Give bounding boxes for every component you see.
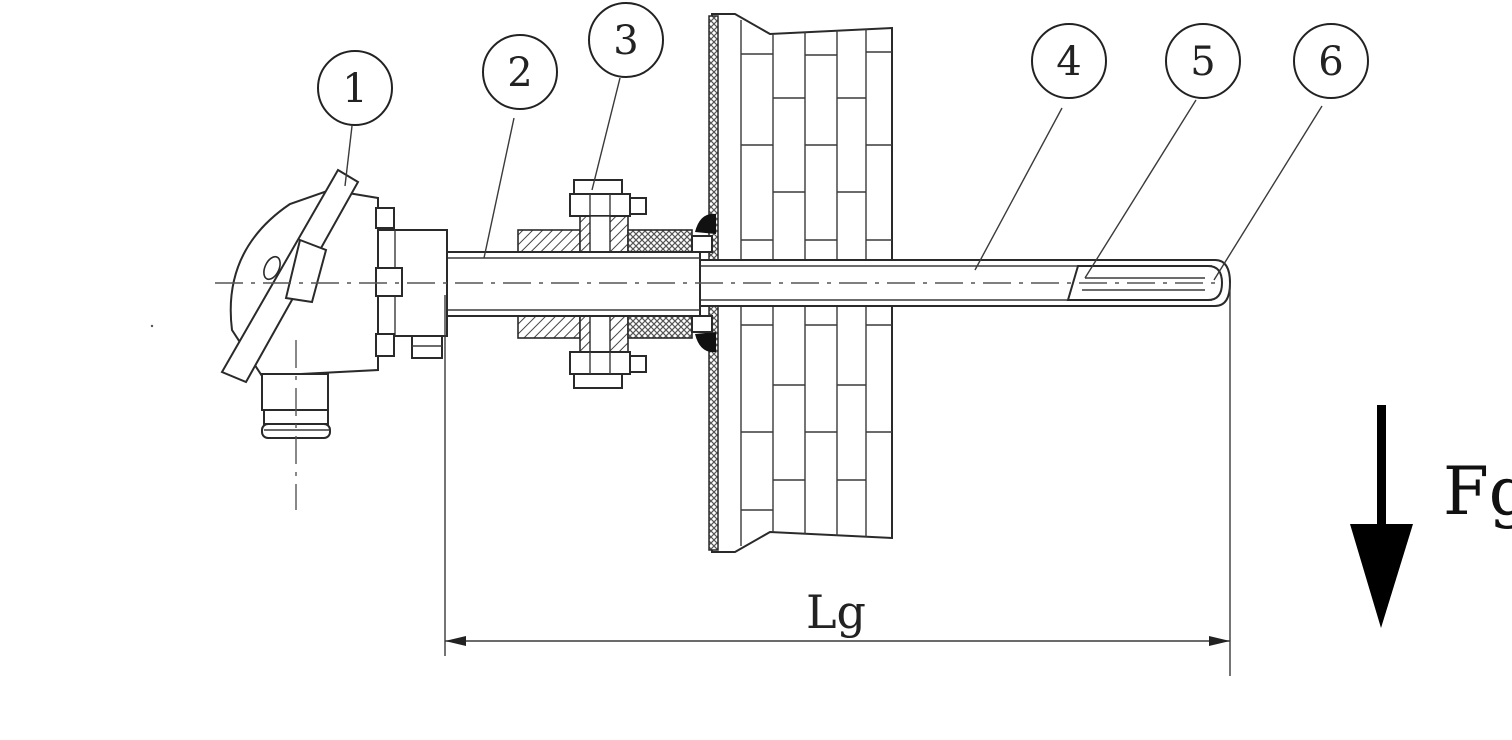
callout-3: 3	[588, 2, 664, 78]
callout-2: 2	[482, 34, 558, 110]
fixing-flange	[517, 179, 713, 389]
bolt-bottom	[569, 315, 647, 389]
neck-tube	[446, 251, 701, 317]
callout-1: 1	[317, 50, 393, 126]
dimension-lg: Lg	[444, 283, 1231, 676]
callout-leaders	[344, 77, 1323, 281]
gravity-force: Fg	[1350, 405, 1512, 628]
stray-dot	[150, 324, 154, 328]
weld-bead-bottom	[695, 332, 716, 353]
callout-4-label: 4	[1056, 39, 1081, 85]
callout-6-label: 6	[1318, 39, 1343, 85]
dimension-label: Lg	[806, 585, 866, 639]
brick-joints	[740, 20, 892, 546]
callout-1-label: 1	[342, 66, 367, 112]
callout-5: 5	[1165, 23, 1241, 99]
callout-4: 4	[1031, 23, 1107, 99]
weld-bead-top	[695, 213, 716, 234]
force-label: Fg	[1443, 453, 1512, 530]
arrow-down-icon	[1350, 405, 1413, 628]
terminal-head	[220, 168, 448, 439]
callout-6: 6	[1293, 23, 1369, 99]
callout-3-label: 3	[613, 18, 638, 64]
bolt-top	[569, 179, 647, 253]
callout-2-label: 2	[507, 50, 532, 96]
callout-5-label: 5	[1190, 39, 1215, 85]
